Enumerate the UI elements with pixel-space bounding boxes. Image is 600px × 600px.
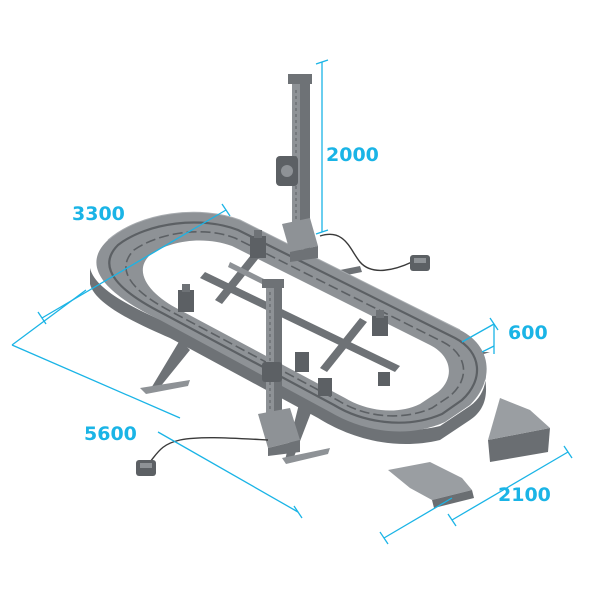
pulling-tower-back [276, 74, 318, 262]
car-frame-straightening-bench-icon [90, 74, 550, 508]
dimension-length [11, 289, 303, 519]
rail-groove-outer [108, 221, 478, 424]
dimension-ramp-span [379, 445, 573, 545]
dimension-lines [11, 59, 573, 545]
sill-clamps [178, 230, 390, 396]
bench-platform-side [90, 268, 487, 445]
rail-groove-inner [125, 230, 465, 417]
drive-on-ramp-icon [388, 398, 550, 508]
rail-highlight [107, 211, 461, 331]
label-length: 5600 [84, 423, 137, 445]
remote-pendant-control-icon [136, 233, 430, 476]
dimension-height [315, 59, 329, 235]
label-width-long: 3300 [72, 203, 125, 225]
dimension-rail-width [461, 317, 499, 354]
label-rail-width: 600 [508, 322, 548, 344]
cross-members [200, 250, 400, 372]
pulling-tower-front [258, 279, 300, 456]
label-height: 2000 [326, 144, 379, 166]
label-ramp-span: 2100 [498, 484, 551, 506]
